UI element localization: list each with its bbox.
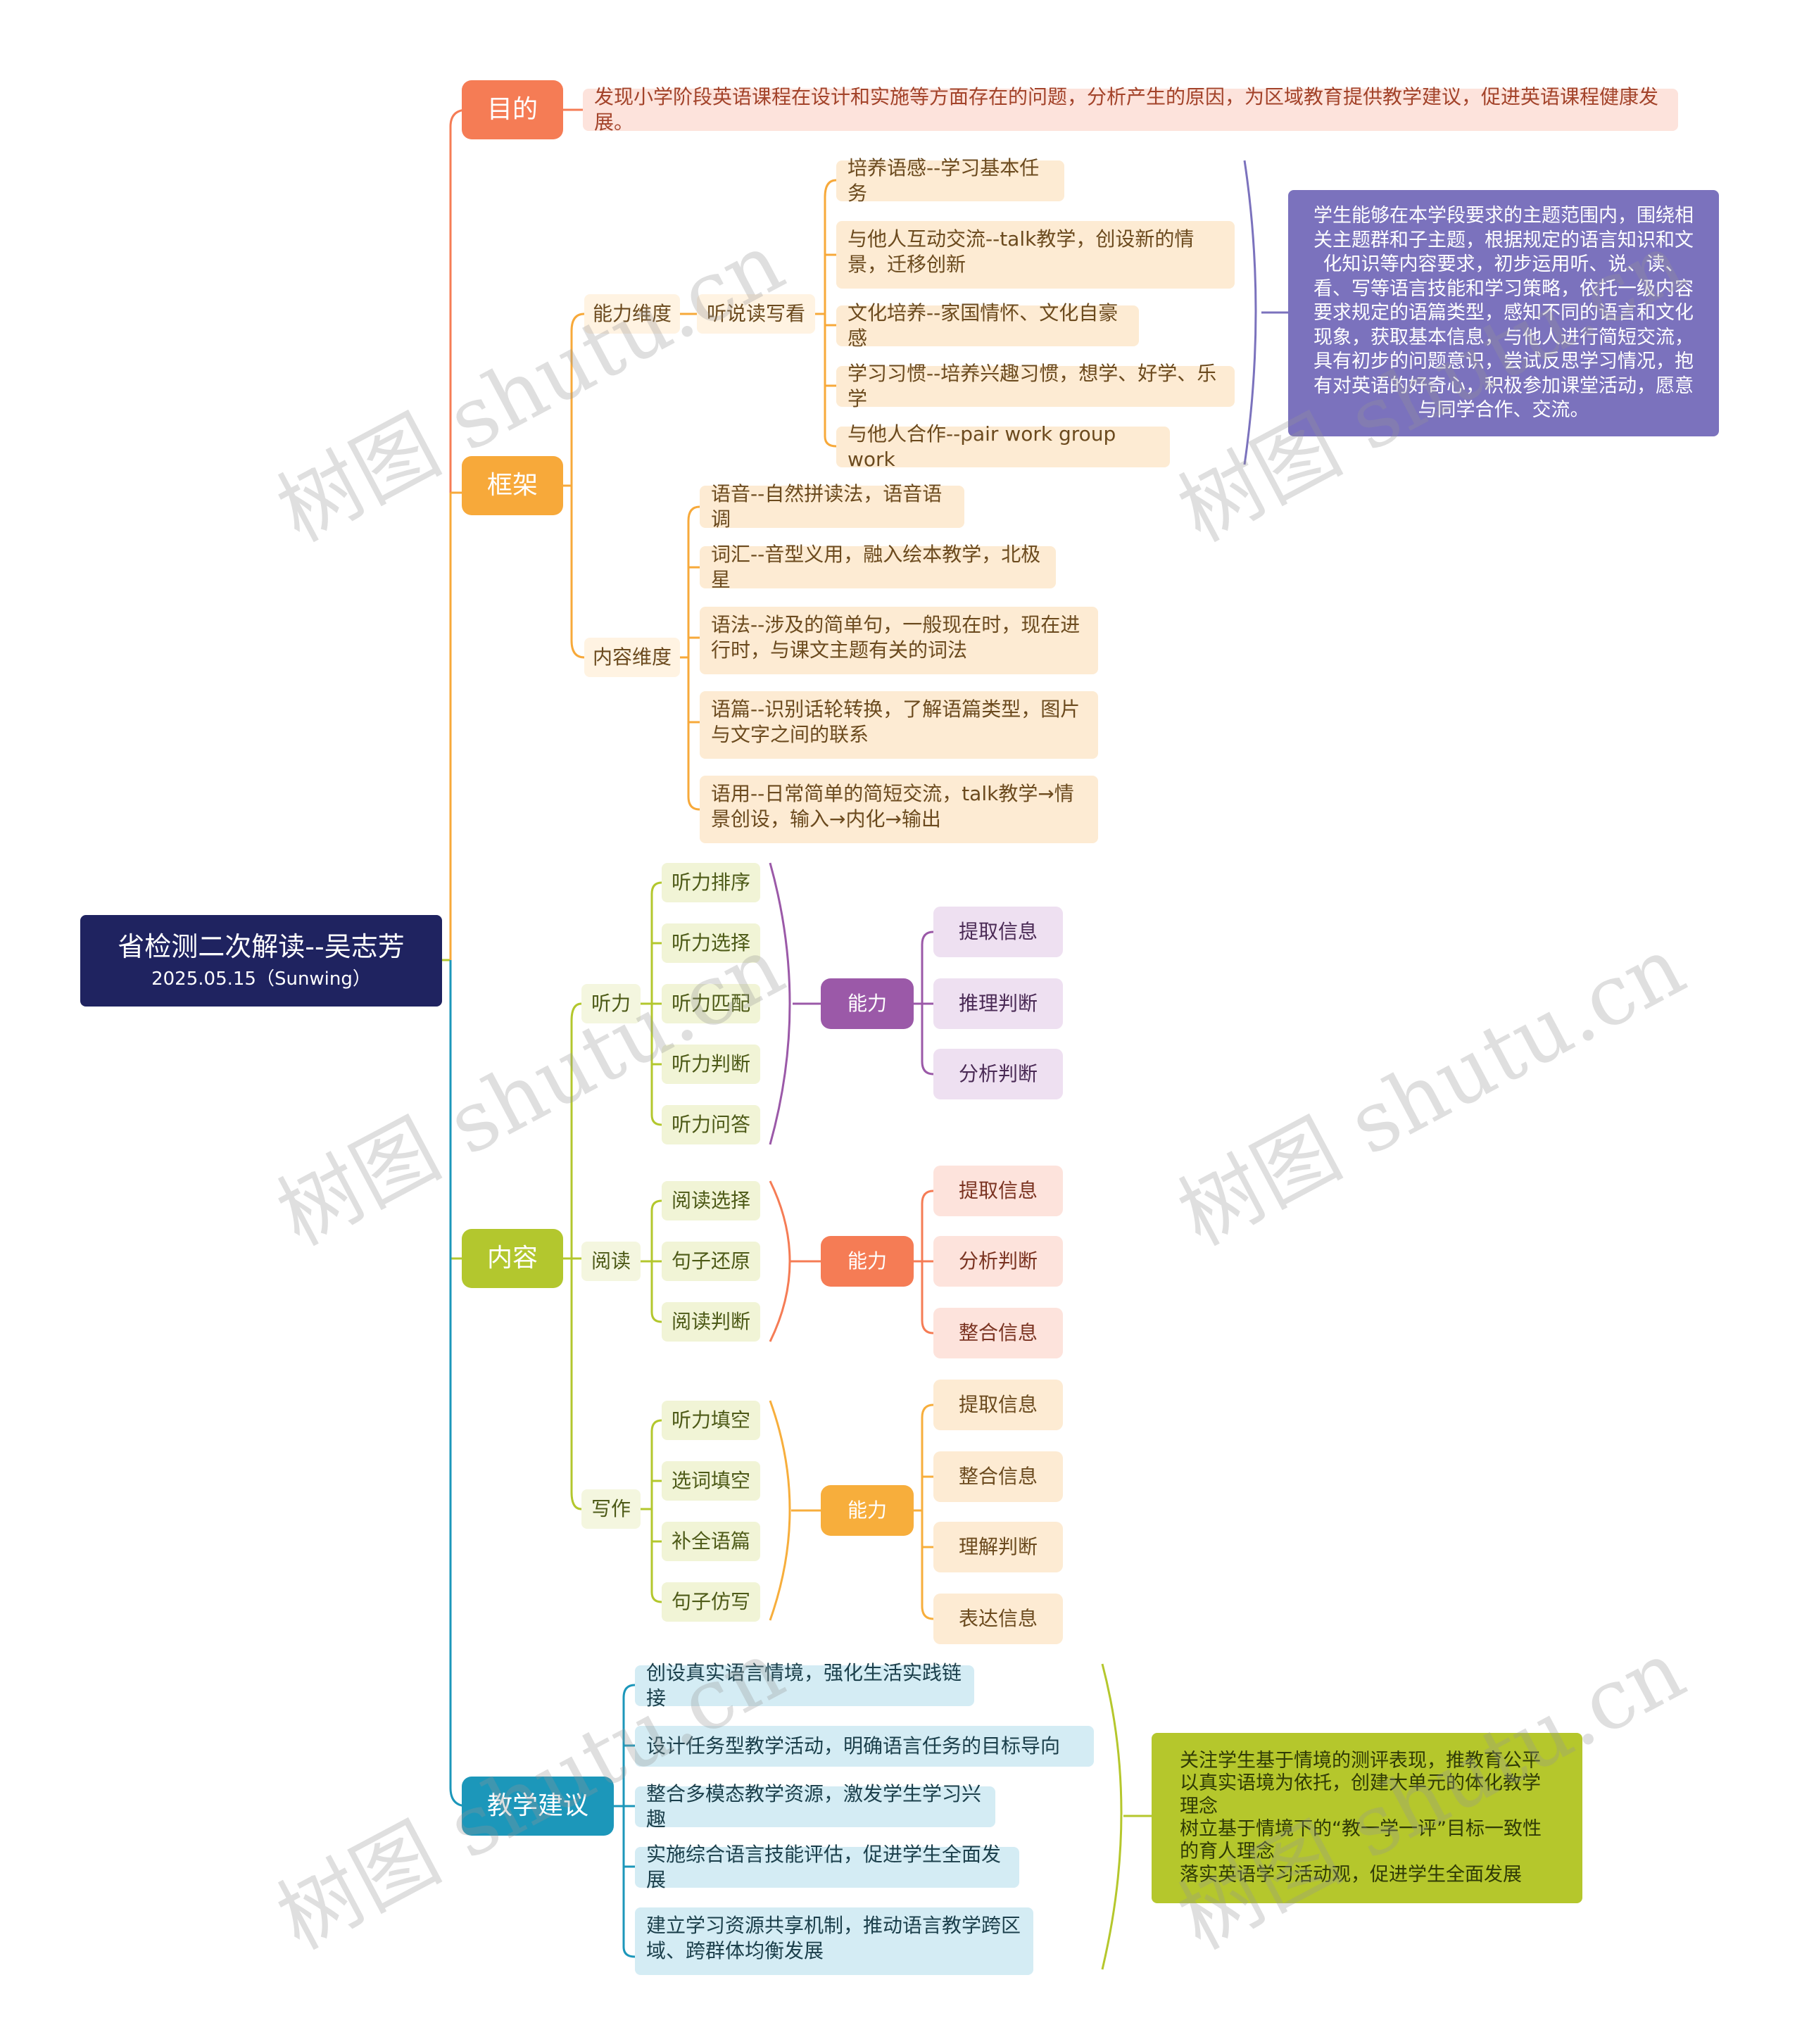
listening-ability[interactable]: 能力 (821, 978, 914, 1029)
suggestion-note-line-3: 树立基于情境下的“教一学一评”目标一致性的育人理念 (1180, 1818, 1542, 1863)
suggestion-item-5: 建立学习资源共享机制，推动语言教学跨区域、跨群体均衡发展 (635, 1907, 1033, 1975)
reading-ability-2: 分析判断 (933, 1236, 1063, 1287)
listening-item-5: 听力问答 (662, 1105, 760, 1144)
root-title: 省检测二次解读--吴志芳 (118, 931, 405, 963)
suggestion-note-line-4: 落实英语学习活动观，促进学生全面发展 (1180, 1863, 1522, 1886)
listening-item-3: 听力匹配 (662, 984, 760, 1023)
root-subtitle: 2025.05.15（Sunwing） (151, 968, 371, 990)
listening-ability-1: 提取信息 (933, 907, 1063, 957)
listening-item-2: 听力选择 (662, 923, 760, 963)
suggestion-note-line-1: 关注学生基于情境的测评表现，推教育公平 (1180, 1749, 1541, 1772)
ability-dimension[interactable]: 能力维度 (584, 294, 680, 334)
writing-ability-3: 理解判断 (933, 1522, 1063, 1572)
reading-item-3: 阅读判断 (662, 1302, 760, 1342)
writing-item-2: 选词填空 (662, 1461, 760, 1501)
content-item-2: 词汇--音型义用，融入绘本教学，北极星 (700, 543, 1056, 591)
branch-purpose[interactable]: 目的 (462, 80, 563, 139)
suggestion-note: 关注学生基于情境的测评表现，推教育公平 以真实语境为依托，创建大单元的体化教学理… (1152, 1733, 1582, 1903)
reading-item-2: 句子还原 (662, 1242, 760, 1281)
reading-item-1: 阅读选择 (662, 1181, 760, 1220)
writing-item-3: 补全语篇 (662, 1522, 760, 1561)
listening-ability-3: 分析判断 (933, 1049, 1063, 1099)
reading-node[interactable]: 阅读 (581, 1242, 641, 1281)
listening-ability-2: 推理判断 (933, 978, 1063, 1029)
ability-item-3: 文化培养--家国情怀、文化自豪感 (836, 301, 1139, 350)
listening-item-1: 听力排序 (662, 863, 760, 902)
writing-ability-1: 提取信息 (933, 1380, 1063, 1430)
root-connector-purpose (442, 108, 468, 961)
branch-content[interactable]: 内容 (462, 1229, 563, 1288)
suggestion-item-2: 设计任务型教学活动，明确语言任务的目标导向 (635, 1726, 1094, 1767)
ability-item-2: 与他人互动交流--talk教学，创设新的情景，迁移创新 (836, 221, 1235, 289)
ability-item-5: 与他人合作--pair work group work (836, 422, 1170, 471)
content-item-1: 语音--自然拼读法，语音语调 (700, 482, 964, 531)
ability-item-4: 学习习惯--培养兴趣习惯，想学、好学、乐学 (836, 362, 1235, 410)
writing-ability[interactable]: 能力 (821, 1485, 914, 1536)
reading-ability-1: 提取信息 (933, 1166, 1063, 1216)
skills-node[interactable]: 听说读写看 (697, 294, 815, 334)
suggestion-note-line-2: 以真实语境为依托，创建大单元的体化教学理念 (1180, 1772, 1541, 1817)
reading-ability-3: 整合信息 (933, 1308, 1063, 1358)
listening-item-4: 听力判断 (662, 1045, 760, 1084)
branch-suggestions[interactable]: 教学建议 (462, 1777, 614, 1836)
content-dimension[interactable]: 内容维度 (584, 638, 680, 677)
writing-item-4: 句子仿写 (662, 1582, 760, 1622)
content-item-4: 语篇--识别话轮转换，了解语篇类型，图片与文字之间的联系 (700, 691, 1098, 759)
content-item-5: 语用--日常简单的简短交流，talk教学→情景创设，输入→内化→输出 (700, 776, 1098, 843)
root-node[interactable]: 省检测二次解读--吴志芳 2025.05.15（Sunwing） (80, 915, 442, 1007)
listening-node[interactable]: 听力 (581, 984, 641, 1023)
writing-item-1: 听力填空 (662, 1401, 760, 1440)
purpose-text: 发现小学阶段英语课程在设计和实施等方面存在的问题，分析产生的原因，为区域教育提供… (583, 85, 1678, 134)
suggestion-item-3: 整合多模态教学资源，激发学生学习兴趣 (635, 1782, 995, 1831)
content-item-3: 语法--涉及的简单句，一般现在时，现在进行时，与课文主题有关的词法 (700, 607, 1098, 674)
ability-item-1: 培养语感--学习基本任务 (836, 156, 1064, 205)
suggestion-item-1: 创设真实语言情境，强化生活实践链接 (635, 1661, 974, 1710)
writing-ability-2: 整合信息 (933, 1451, 1063, 1502)
reading-ability[interactable]: 能力 (821, 1236, 914, 1287)
ability-note: 学生能够在本学段要求的主题范围内，围绕相关主题群和子主题，根据规定的语言知识和文… (1288, 190, 1719, 436)
writing-node[interactable]: 写作 (581, 1489, 641, 1529)
branch-framework[interactable]: 框架 (462, 456, 563, 515)
writing-ability-4: 表达信息 (933, 1594, 1063, 1644)
suggestion-item-4: 实施综合语言技能评估，促进学生全面发展 (635, 1843, 1019, 1891)
